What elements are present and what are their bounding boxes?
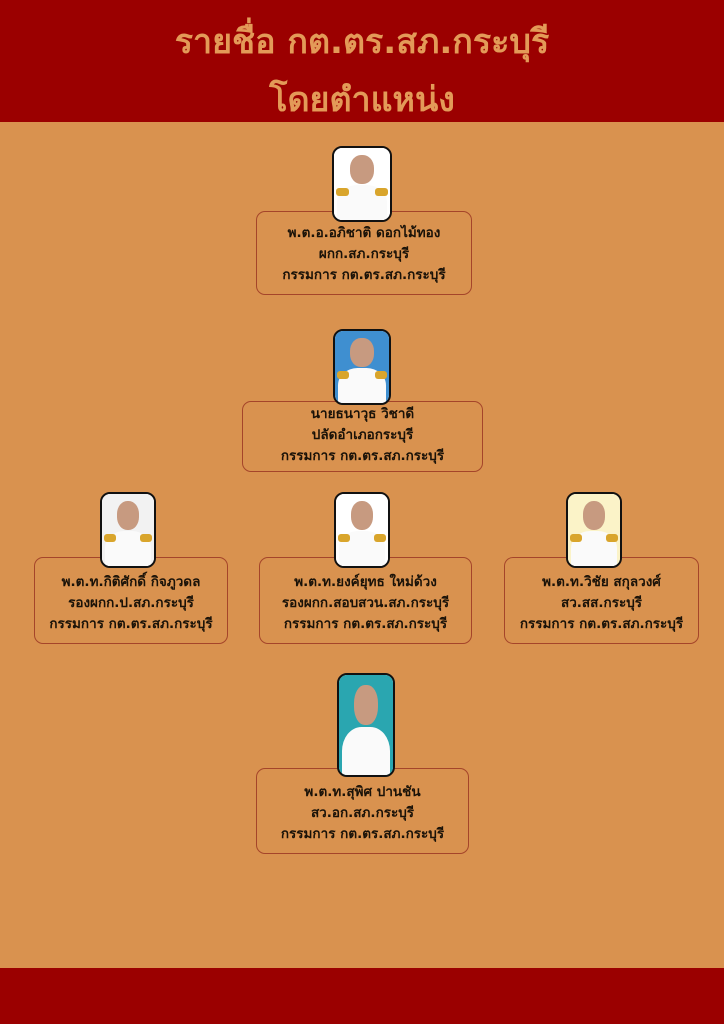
member-name: พ.ต.ท.กิติศักดิ์ กิจภูวดล bbox=[61, 574, 201, 590]
member-position: สว.สส.กระบุรี bbox=[560, 595, 643, 611]
member-card: พ.ต.ท.กิติศักดิ์ กิจภูวดล รองผกก.ป.สภ.กร… bbox=[34, 557, 228, 644]
member-card: พ.ต.ท.สุพิศ ปานชัน สว.อก.สภ.กระบุรี กรรม… bbox=[256, 768, 469, 854]
member-position: ผกก.สภ.กระบุรี bbox=[318, 246, 410, 262]
member-role: กรรมการ กต.ตร.สภ.กระบุรี bbox=[280, 826, 445, 842]
member-position: รองผกก.ป.สภ.กระบุรี bbox=[68, 595, 194, 611]
header-banner: รายชื่อ กต.ตร.สภ.กระบุรี โดยตำแหน่ง bbox=[0, 0, 724, 122]
member-role: กรรมการ กต.ตร.สภ.กระบุรี bbox=[519, 616, 684, 632]
member-name: พ.ต.ท.วิชัย สกุลวงศ์ bbox=[542, 574, 661, 590]
member-role: กรรมการ กต.ตร.สภ.กระบุรี bbox=[283, 616, 448, 632]
footer-banner bbox=[0, 968, 724, 1024]
member-card: พ.ต.ท.ยงค์ยุทธ ใหม่ด้วง รองผกก.สอบสวน.สภ… bbox=[259, 557, 472, 644]
member-role: กรรมการ กต.ตร.สภ.กระบุรี bbox=[280, 448, 445, 464]
member-photo bbox=[100, 492, 156, 568]
member-name: พ.ต.อ.อภิชาติ ดอกไม้ทอง bbox=[287, 225, 441, 241]
member-position: ปลัดอำเภอกระบุรี bbox=[311, 427, 414, 443]
member-position: รองผกก.สอบสวน.สภ.กระบุรี bbox=[281, 595, 450, 611]
member-photo bbox=[337, 673, 395, 777]
member-position: สว.อก.สภ.กระบุรี bbox=[310, 805, 415, 821]
member-card: พ.ต.ท.วิชัย สกุลวงศ์ สว.สส.กระบุรี กรรมก… bbox=[504, 557, 699, 644]
member-name: นายธนาวุธ วิชาดี bbox=[310, 406, 415, 422]
page-subtitle: โดยตำแหน่ง bbox=[269, 80, 455, 120]
member-name: พ.ต.ท.สุพิศ ปานชัน bbox=[304, 784, 421, 800]
member-photo bbox=[333, 329, 391, 405]
member-photo bbox=[566, 492, 622, 568]
member-photo bbox=[332, 146, 392, 222]
member-card: นายธนาวุธ วิชาดี ปลัดอำเภอกระบุรี กรรมกา… bbox=[242, 401, 483, 472]
member-role: กรรมการ กต.ตร.สภ.กระบุรี bbox=[49, 616, 213, 632]
page-title: รายชื่อ กต.ตร.สภ.กระบุรี bbox=[174, 22, 550, 62]
member-photo bbox=[334, 492, 390, 568]
member-role: กรรมการ กต.ตร.สภ.กระบุรี bbox=[282, 267, 446, 283]
member-name: พ.ต.ท.ยงค์ยุทธ ใหม่ด้วง bbox=[294, 574, 437, 590]
member-card: พ.ต.อ.อภิชาติ ดอกไม้ทอง ผกก.สภ.กระบุรี ก… bbox=[256, 211, 472, 295]
